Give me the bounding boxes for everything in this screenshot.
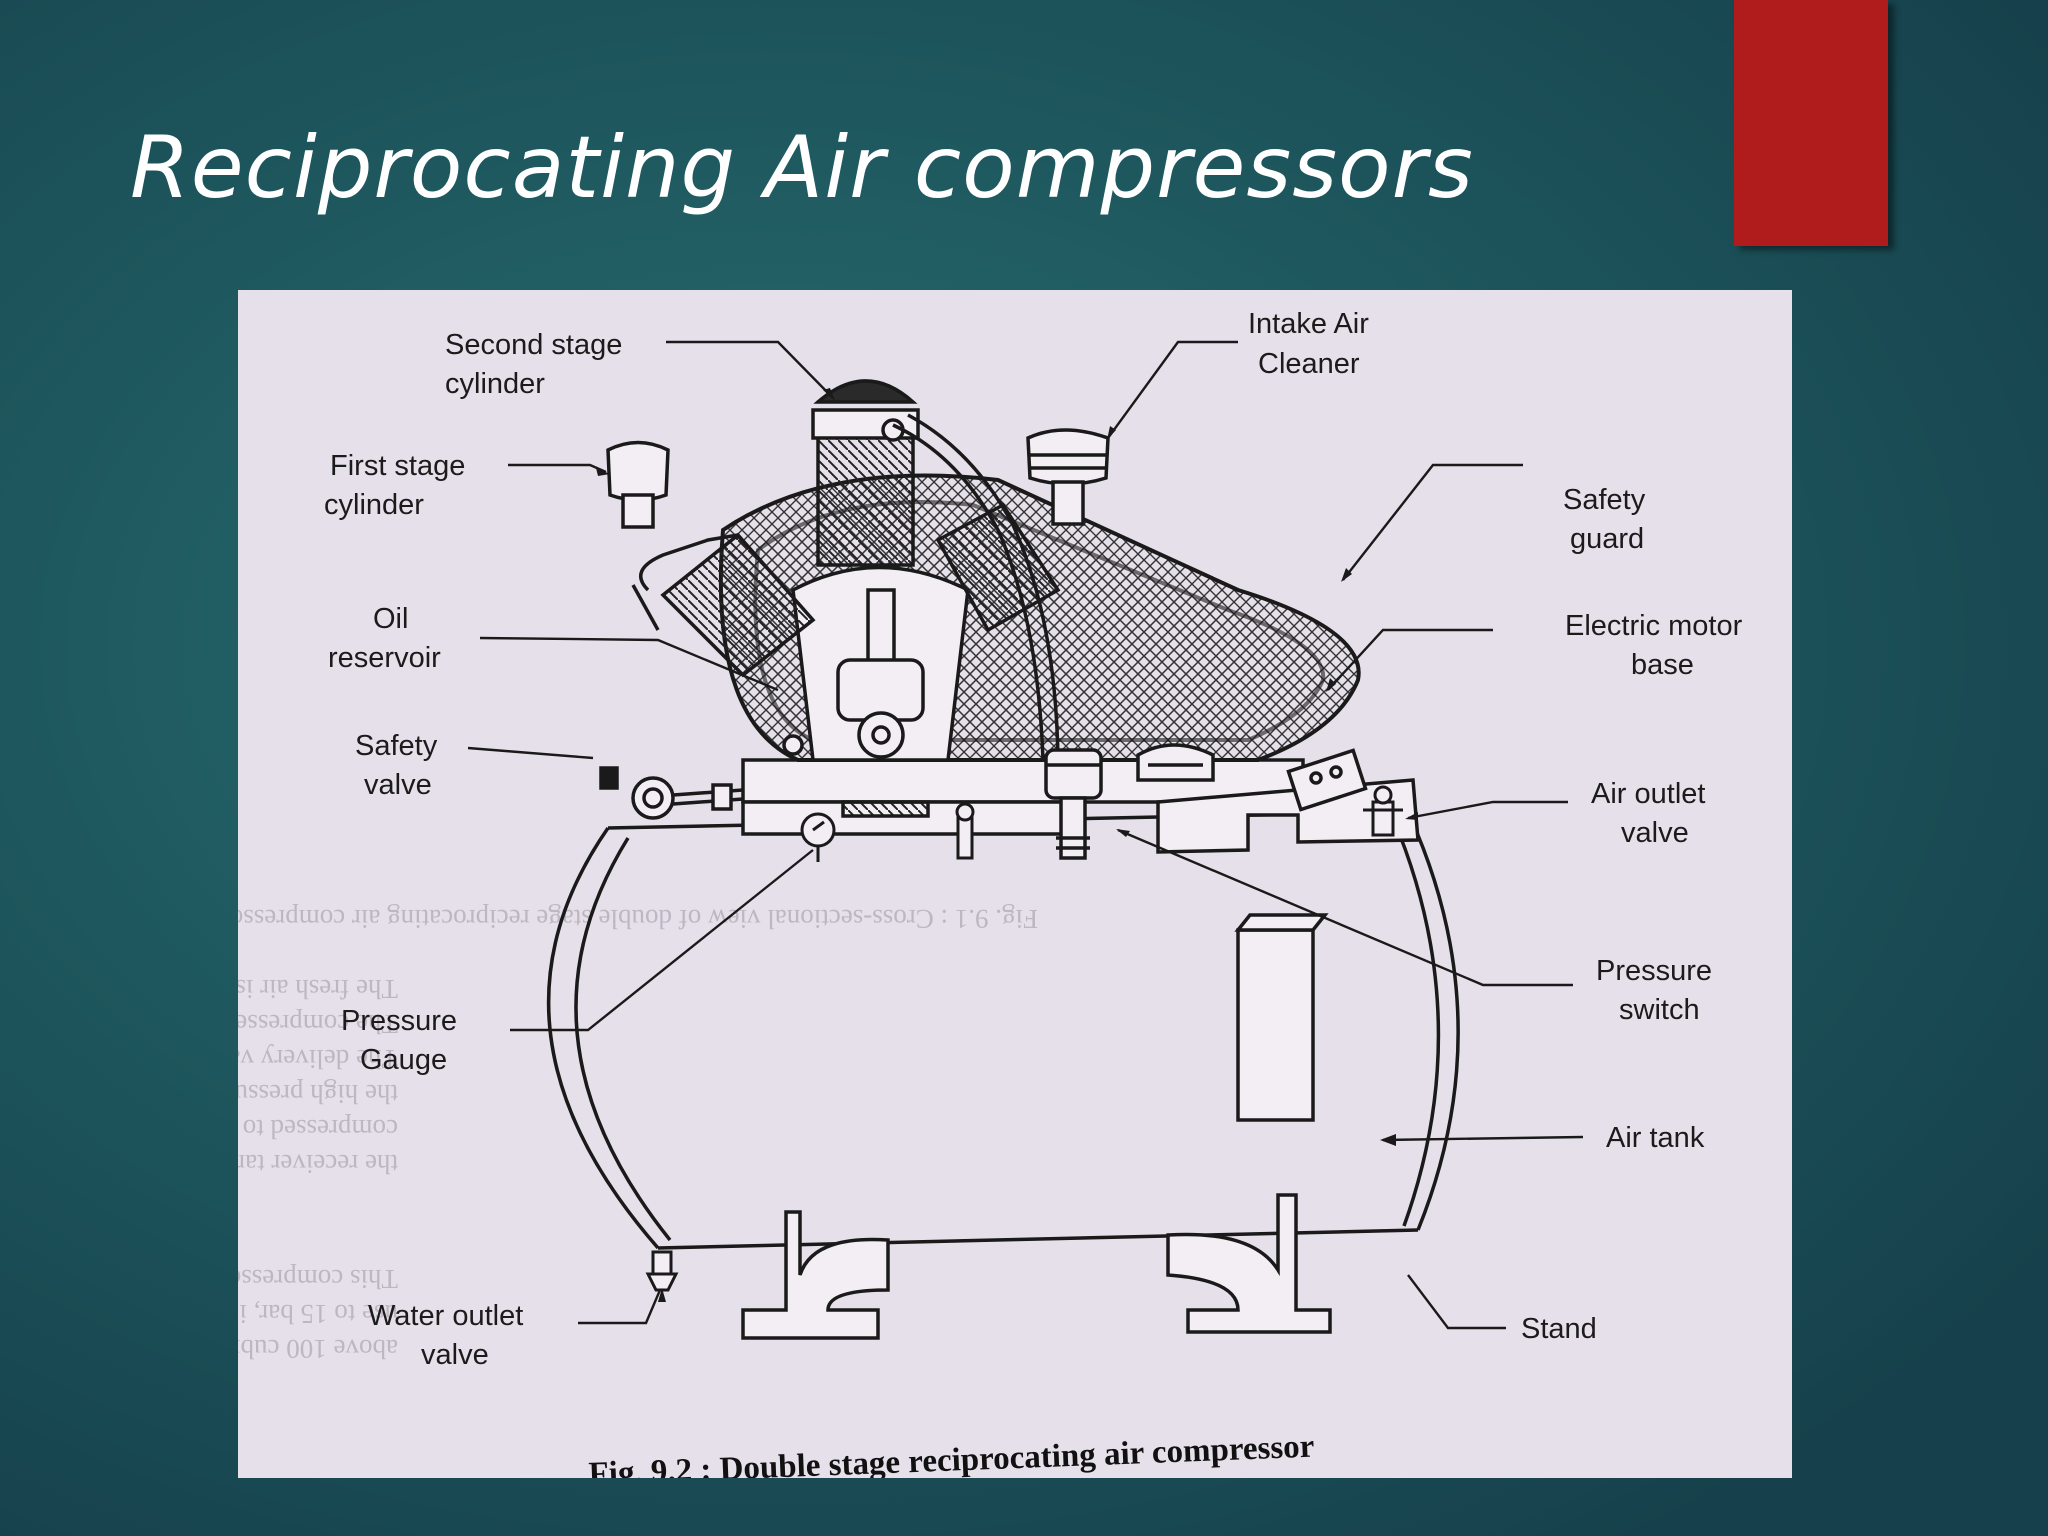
label-electric-motor-base: Electric motor	[1565, 610, 1743, 642]
crank-case	[782, 565, 970, 762]
tank-nameplate	[1234, 913, 1329, 1122]
second-stage-cylinder-part	[811, 379, 920, 567]
air-outlet-valve-part	[1363, 785, 1403, 837]
label-first-stage-cylinder: First stage	[330, 450, 465, 482]
bleed-line: the receiver tank.	[238, 1149, 398, 1179]
label-pressure-gauge: Pressure	[341, 1005, 457, 1037]
label-intake-air-cleaner: Cleaner	[1258, 348, 1360, 380]
label-pressure-switch: switch	[1619, 994, 1700, 1026]
bleed-line: use to 15 bar, i.e. commonly where we re…	[238, 1299, 398, 1329]
label-air-outlet-valve: valve	[1621, 817, 1689, 849]
label-electric-motor-base: base	[1631, 649, 1694, 681]
air-tank	[546, 810, 1460, 1250]
bleed-heading: Fig. 9.1 : Cross-sectional view of doubl…	[238, 904, 1038, 934]
label-safety-guard: Safety	[1563, 484, 1646, 516]
label-water-outlet-valve: valve	[421, 1339, 489, 1371]
label-intake-air-cleaner: Intake Air	[1248, 308, 1369, 340]
bleed-line: This compressor is capable of compressin…	[238, 1264, 398, 1294]
drain-cock	[955, 802, 975, 860]
electric-motor-base-part	[1136, 743, 1420, 854]
leader-lines	[467, 340, 1584, 1330]
stand-left	[741, 1210, 890, 1340]
label-water-outlet-valve: Water outlet	[368, 1300, 523, 1332]
label-pressure-switch: Pressure	[1596, 955, 1712, 987]
first-stage-filter	[606, 440, 670, 529]
label-oil-reservoir: Oil	[373, 603, 408, 635]
label-safety-guard: guard	[1570, 523, 1644, 555]
label-oil-reservoir: reservoir	[328, 642, 441, 674]
third-fin-block	[935, 502, 1061, 633]
delivery-pipe	[892, 413, 1060, 761]
label-safety-valve: Safety	[355, 730, 438, 762]
label-safety-valve: valve	[364, 769, 432, 801]
compressor-diagram: Fig. 9.1 : Cross-sectional view of doubl…	[238, 308, 1743, 1478]
figure-caption: Fig. 9.2 : Double stage reciprocating ai…	[588, 1429, 1315, 1478]
arrowheads	[596, 388, 1418, 1302]
bleed-line: The compressed when piston moves towards…	[238, 1009, 398, 1039]
label-second-stage-cylinder: cylinder	[445, 368, 545, 400]
slide-title: Reciprocating Air compressors	[130, 118, 1474, 218]
label-air-tank: Air tank	[1606, 1122, 1705, 1154]
label-air-outlet-valve: Air outlet	[1591, 778, 1705, 810]
diagram-labels: Second stage cylinder Intake Air Cleaner…	[324, 308, 1743, 1371]
bleed-line: compressed to higher pressure. The high …	[238, 1114, 398, 1144]
diagram-figure: Fig. 9.1 : Cross-sectional view of doubl…	[238, 290, 1792, 1478]
intake-air-cleaner-part	[1026, 428, 1110, 526]
water-outlet-valve-part	[645, 1250, 679, 1292]
safety-valve-part	[599, 766, 744, 820]
bleed-line: above 100 cubic feet per minute, this do…	[238, 1334, 398, 1364]
label-second-stage-cylinder: Second stage	[445, 329, 622, 361]
label-first-stage-cylinder: cylinder	[324, 489, 424, 521]
pressure-gauge-part	[800, 812, 836, 862]
bleed-line: The delivery valve opens and this compre…	[238, 1044, 398, 1074]
label-stand: Stand	[1521, 1313, 1597, 1345]
accent-bar	[1734, 0, 1888, 246]
bleed-line: The fresh air is sucked into the L.P. cy…	[238, 974, 398, 1004]
label-pressure-gauge: Gauge	[360, 1044, 447, 1076]
bleed-through-text: Fig. 9.1 : Cross-sectional view of doubl…	[238, 904, 1038, 1364]
first-stage-cylinder-part	[631, 532, 816, 678]
bleed-line: the high pressure cylinder. In high pres…	[238, 1079, 398, 1109]
pressure-switch-part	[1044, 748, 1103, 860]
stand-right	[1166, 1193, 1332, 1334]
